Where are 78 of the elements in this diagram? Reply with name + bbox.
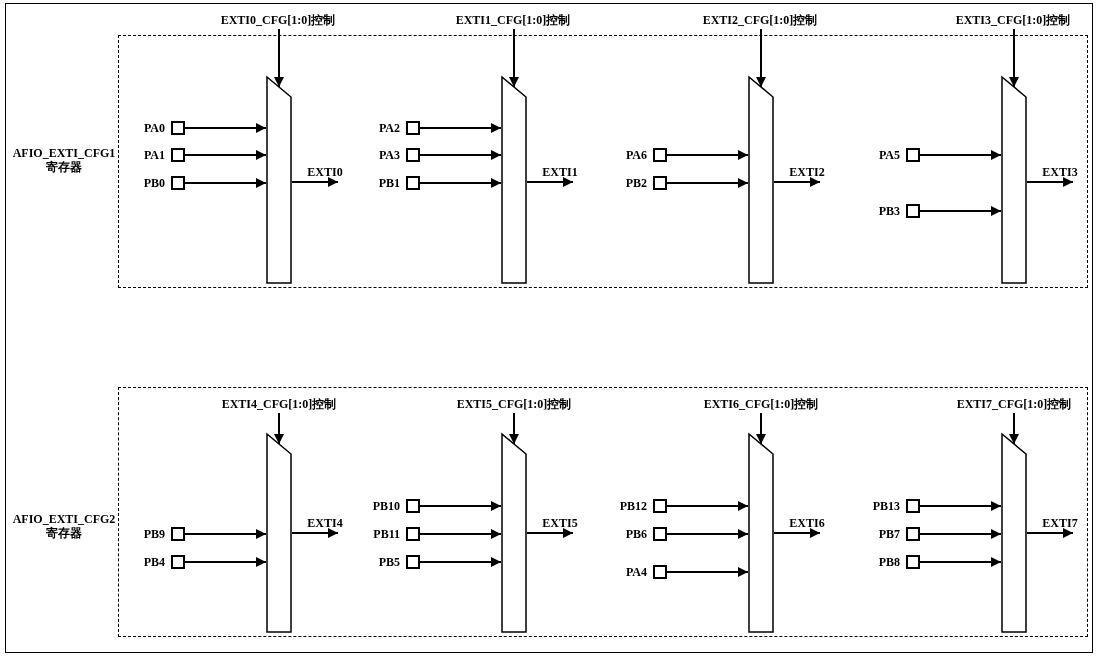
arrow	[666, 529, 749, 539]
arrow	[1026, 177, 1074, 187]
arrow	[419, 178, 502, 188]
pin-label: PA2	[378, 121, 400, 135]
edge-label: EXTI7	[1041, 516, 1079, 530]
arrow	[291, 528, 339, 538]
control-label: EXTI6_CFG[1:0]控制	[681, 397, 841, 413]
edge-label: EXTI4	[306, 516, 344, 530]
pin-label: PA3	[378, 148, 400, 162]
arrow	[184, 123, 267, 133]
control-label: EXTI0_CFG[1:0]控制	[198, 13, 358, 29]
control-label: EXTI1_CFG[1:0]控制	[433, 13, 593, 29]
control-label: EXTI7_CFG[1:0]控制	[934, 397, 1094, 413]
arrow	[419, 501, 502, 511]
arrow	[666, 567, 749, 577]
arrow	[666, 150, 749, 160]
pin-label: PB11	[373, 527, 400, 541]
arrow	[919, 150, 1002, 160]
arrow	[419, 150, 502, 160]
arrow	[919, 557, 1002, 567]
pin-label: PA4	[625, 565, 647, 579]
arrow	[419, 529, 502, 539]
pin-label: PA0	[143, 121, 165, 135]
arrow	[184, 150, 267, 160]
arrow	[509, 28, 519, 88]
pin-label: PB6	[625, 527, 647, 541]
control-label: EXTI2_CFG[1:0]控制	[680, 13, 840, 29]
pin-label: PB0	[143, 176, 165, 190]
arrow	[184, 557, 267, 567]
register-label: AFIO_EXTI_CFG2 寄存器	[12, 512, 116, 540]
pin-label: PB10	[372, 499, 400, 513]
pin-label: PB3	[878, 204, 900, 218]
arrow	[773, 177, 821, 187]
dashed-group-frame	[118, 387, 1088, 637]
pin-label: PA6	[625, 148, 647, 162]
arrow	[274, 412, 284, 445]
pin-label: PB1	[378, 176, 400, 190]
pin-label: PA1	[143, 148, 165, 162]
arrow	[291, 177, 339, 187]
pin-label: PB12	[619, 499, 647, 513]
arrow	[666, 501, 749, 511]
pin-label: PB9	[143, 527, 165, 541]
pin-label: PB8	[878, 555, 900, 569]
arrow	[509, 412, 519, 445]
arrow	[419, 123, 502, 133]
register-label: AFIO_EXTI_CFG1 寄存器	[12, 146, 116, 174]
arrow	[919, 529, 1002, 539]
arrow	[184, 178, 267, 188]
arrow	[756, 412, 766, 445]
pin-label: PB7	[878, 527, 900, 541]
dashed-group-frame	[118, 35, 1088, 288]
arrow	[274, 28, 284, 88]
pin-label: PA5	[878, 148, 900, 162]
pin-label: PB5	[378, 555, 400, 569]
control-label: EXTI4_CFG[1:0]控制	[199, 397, 359, 413]
arrow	[919, 501, 1002, 511]
edge-label: EXTI0	[306, 165, 344, 179]
edge-label: EXTI5	[541, 516, 579, 530]
arrow	[1009, 28, 1019, 88]
arrow	[756, 28, 766, 88]
edge-label: EXTI2	[788, 165, 826, 179]
edge-label: EXTI6	[788, 516, 826, 530]
arrow	[184, 529, 267, 539]
arrow	[419, 557, 502, 567]
pin-label: PB2	[625, 176, 647, 190]
arrow	[1026, 528, 1074, 538]
arrow	[919, 206, 1002, 216]
arrow	[526, 528, 574, 538]
arrow	[526, 177, 574, 187]
pin-label: PB4	[143, 555, 165, 569]
arrow	[666, 178, 749, 188]
edge-label: EXTI1	[541, 165, 579, 179]
pin-label: PB13	[872, 499, 900, 513]
control-label: EXTI3_CFG[1:0]控制	[933, 13, 1093, 29]
control-label: EXTI5_CFG[1:0]控制	[434, 397, 594, 413]
arrow	[773, 528, 821, 538]
edge-label: EXTI3	[1041, 165, 1079, 179]
arrow	[1009, 412, 1019, 445]
